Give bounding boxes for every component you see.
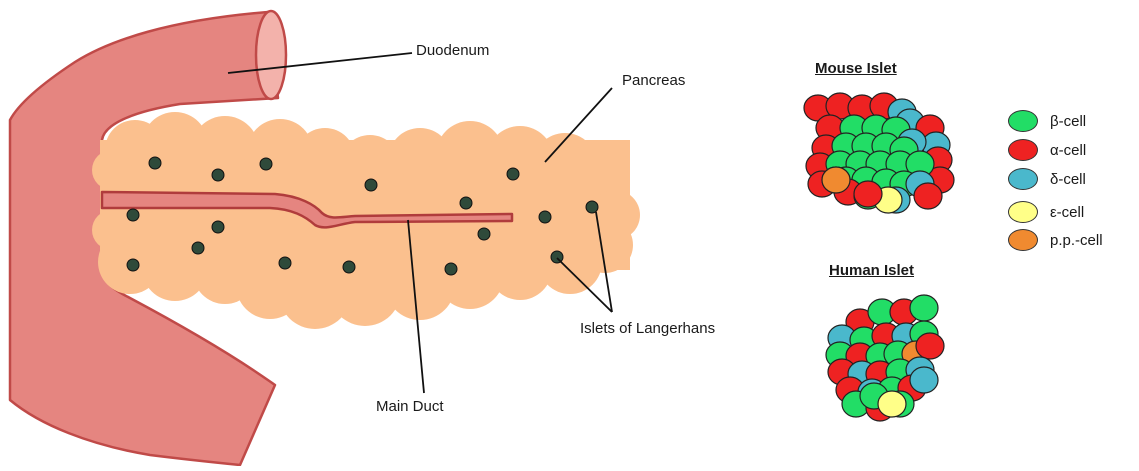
islet-dot [586, 201, 598, 213]
mouse-islet-title: Mouse Islet [815, 60, 897, 78]
legend-label: p.p.-cell [1050, 232, 1103, 249]
islet-dot [365, 179, 377, 191]
islet-cell [878, 391, 906, 417]
alpha-cell-swatch [1008, 139, 1038, 161]
islet-dot [478, 228, 490, 240]
beta-cell-swatch [1008, 110, 1038, 132]
islet-dot [445, 263, 457, 275]
islet-dot [127, 259, 139, 271]
islet-dot [260, 158, 272, 170]
legend-label: α-cell [1050, 142, 1086, 159]
human-islet-title: Human Islet [829, 262, 914, 280]
legend-item-pp: p.p.-cell [1008, 228, 1103, 252]
islet-cell [854, 181, 882, 207]
islet-dot [212, 221, 224, 233]
legend-item-beta: β-cell [1008, 109, 1086, 133]
legend-label: ε-cell [1050, 204, 1084, 221]
islet-dot [127, 209, 139, 221]
delta-cell-swatch [1008, 168, 1038, 190]
islet-dot [279, 257, 291, 269]
human-islet [826, 295, 944, 421]
islet-dot [149, 157, 161, 169]
islet-dot [192, 242, 204, 254]
islet-dot [539, 211, 551, 223]
main-duct-label: Main Duct [376, 398, 444, 416]
epsilon-cell-swatch [1008, 201, 1038, 223]
islet-dot [507, 168, 519, 180]
islet-cell [822, 167, 850, 193]
duodenum-label: Duodenum [416, 42, 489, 60]
islet-dot [343, 261, 355, 273]
islet-cell [910, 295, 938, 321]
islet-cell [910, 367, 938, 393]
pancreas-label: Pancreas [622, 72, 685, 90]
legend-label: β-cell [1050, 113, 1086, 130]
islet-dot [212, 169, 224, 181]
islet-cell [914, 183, 942, 209]
pp-cell-swatch [1008, 229, 1038, 251]
islet-cell [916, 333, 944, 359]
islet-dot [460, 197, 472, 209]
legend-item-delta: δ-cell [1008, 167, 1086, 191]
mouse-islet [804, 93, 954, 213]
legend-item-epsilon: ε-cell [1008, 200, 1084, 224]
islets-label: Islets of Langerhans [580, 320, 715, 338]
legend-item-alpha: α-cell [1008, 138, 1086, 162]
legend-label: δ-cell [1050, 171, 1086, 188]
